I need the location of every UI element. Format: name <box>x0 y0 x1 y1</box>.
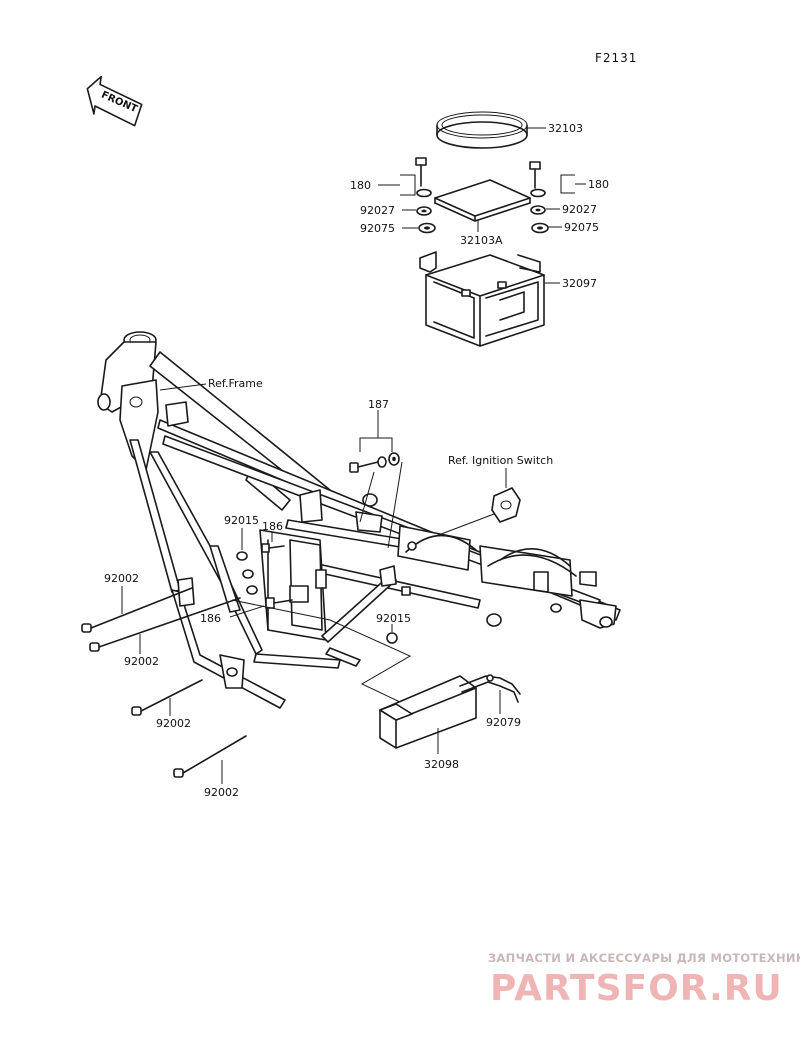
ignition-switch-bracket-icon <box>491 487 521 523</box>
bolt-180-right-icon <box>529 161 549 234</box>
label-32098: 32098 <box>424 758 459 771</box>
watermark-logo: ЗАПЧАСТИ И АКСЕССУАРЫ ДЛЯ МОТОТЕХНИКИ PA… <box>488 951 800 1009</box>
label-92002-c: 92002 <box>156 717 191 730</box>
label-ref-ignition-switch: Ref. Ignition Switch <box>448 454 553 467</box>
bolt-180-left-icon <box>415 157 436 234</box>
label-92075-right: 92075 <box>564 221 599 234</box>
label-ref-frame: Ref.Frame <box>208 377 263 390</box>
label-92002-a: 92002 <box>104 572 139 585</box>
label-32103a: 32103A <box>460 234 503 247</box>
label-92027-left: 92027 <box>360 204 395 217</box>
front-arrow-icon: FRONT <box>86 75 143 127</box>
bolt-186-top-icon <box>261 543 285 553</box>
nut-92015-bottom-icon <box>386 586 411 644</box>
part-92079-strap <box>459 674 521 703</box>
part-32097-battery-case <box>419 251 545 347</box>
label-180-right: 180 <box>588 178 609 191</box>
label-92075-left: 92075 <box>360 222 395 235</box>
label-92015-bottom: 92015 <box>376 612 411 625</box>
label-180-left: 180 <box>350 179 371 192</box>
label-92015-top: 92015 <box>224 514 259 527</box>
part-32103-band <box>436 111 528 149</box>
motorcycle-frame <box>97 331 621 709</box>
watermark-tagline: ЗАПЧАСТИ И АКСЕССУАРЫ ДЛЯ МОТОТЕХНИКИ <box>488 951 800 965</box>
label-92079: 92079 <box>486 716 521 729</box>
diagram-code: F2131 <box>595 51 637 65</box>
part-32098-box <box>379 675 477 749</box>
bolt-187-icon <box>349 452 400 473</box>
label-92027-right: 92027 <box>562 203 597 216</box>
label-32097: 32097 <box>562 277 597 290</box>
nut-92015-top-icon <box>236 551 258 595</box>
watermark-brand: PARTSFOR.RU <box>490 968 783 1009</box>
label-92002-d: 92002 <box>204 786 239 799</box>
label-186-top: 186 <box>262 520 283 533</box>
bolt-92002-c-icon <box>131 679 203 716</box>
label-32103: 32103 <box>548 122 583 135</box>
label-187: 187 <box>368 398 389 411</box>
label-186-bottom: 186 <box>200 612 221 625</box>
bolt-92002-a-icon <box>81 587 193 633</box>
bolt-92002-b-icon <box>89 597 241 652</box>
label-92002-b: 92002 <box>124 655 159 668</box>
part-32103a-pad <box>434 179 531 222</box>
bolt-92002-d-icon <box>173 735 247 778</box>
